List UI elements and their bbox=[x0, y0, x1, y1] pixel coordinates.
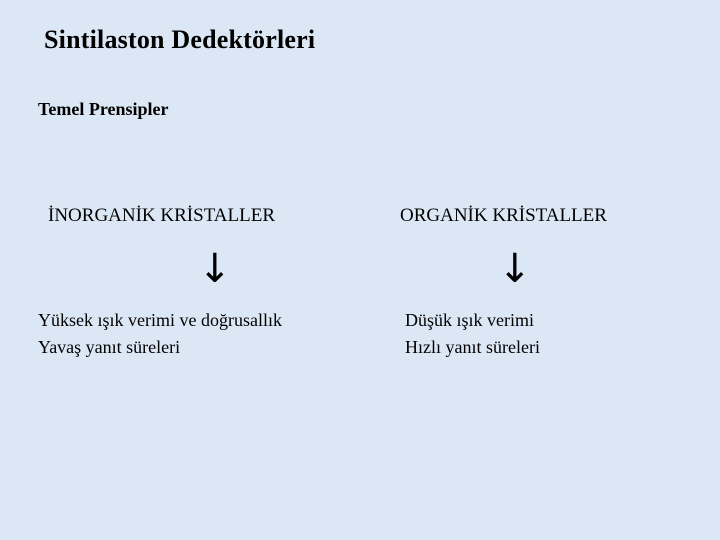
column-organic-body-line-2: Hızlı yanıt süreleri bbox=[405, 337, 540, 357]
column-inorganic-body: Yüksek ışık verimi ve doğrusallık Yavaş … bbox=[38, 307, 388, 361]
column-organic-body: Düşük ışık verimi Hızlı yanıt süreleri bbox=[398, 307, 708, 361]
arrow-down-icon: ↓ bbox=[498, 246, 532, 292]
page-title: Sintilaston Dedektörleri bbox=[44, 25, 316, 54]
column-organic: ORGANİK KRİSTALLER ↓ Düşük ışık verimi H… bbox=[398, 205, 708, 361]
column-inorganic-body-line-2: Yavaş yanıt süreleri bbox=[38, 337, 181, 357]
column-organic-heading: ORGANİK KRİSTALLER bbox=[400, 205, 607, 226]
arrow-down-icon: ↓ bbox=[198, 246, 232, 292]
column-inorganic: İNORGANİK KRİSTALLER ↓ Yüksek ışık verim… bbox=[38, 205, 388, 361]
column-inorganic-body-line-1: Yüksek ışık verimi ve doğrusallık bbox=[38, 310, 282, 330]
slide-subtitle: Temel Prensipler bbox=[38, 99, 169, 119]
column-inorganic-heading: İNORGANİK KRİSTALLER bbox=[48, 205, 275, 226]
column-organic-body-line-1: Düşük ışık verimi bbox=[405, 310, 534, 330]
column-organic-arrow-row: ↓ bbox=[398, 231, 708, 307]
column-inorganic-arrow-row: ↓ bbox=[38, 231, 388, 307]
comparison-columns: İNORGANİK KRİSTALLER ↓ Yüksek ışık verim… bbox=[0, 205, 720, 405]
